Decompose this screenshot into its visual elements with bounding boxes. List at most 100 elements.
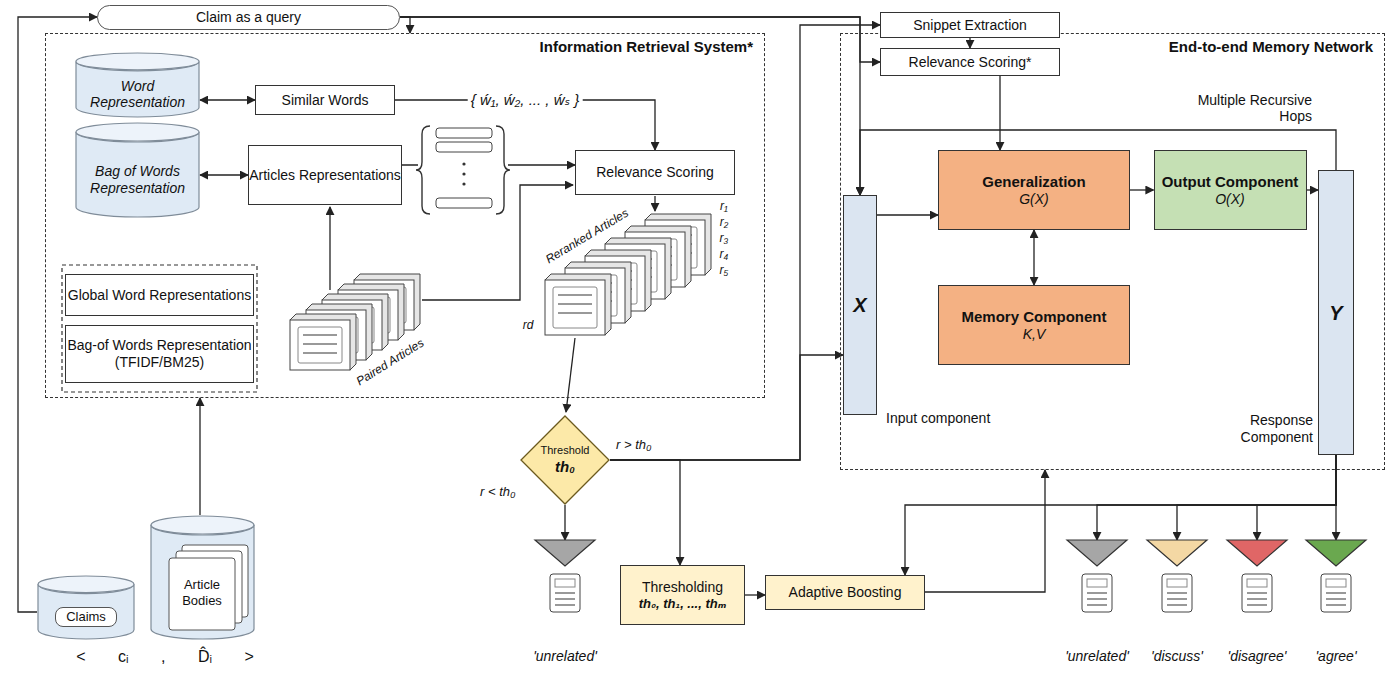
connector bbox=[610, 355, 843, 460]
process-box: Output ComponentO(X) bbox=[1154, 150, 1307, 230]
process-box: Adaptive Boosting bbox=[765, 575, 925, 610]
node-outline bbox=[1217, 540, 1297, 665]
node-label: Memory Component bbox=[961, 308, 1106, 326]
doc-glyph bbox=[553, 287, 597, 328]
node-outline bbox=[1137, 540, 1217, 665]
connector bbox=[564, 505, 565, 540]
connector bbox=[1033, 230, 1034, 285]
stack-label: Reranked Articles bbox=[543, 206, 631, 267]
node-label: Generalization bbox=[982, 173, 1085, 191]
node-label: Information Retrieval System* bbox=[540, 38, 753, 56]
reranked-stack bbox=[545, 214, 711, 335]
word-set: { ẃ₁, ẃ₂, ... , ẃₛ } bbox=[468, 91, 583, 109]
database-cylinder: Article Bodies bbox=[150, 515, 255, 640]
edge-label: Multiple Recursive Hops bbox=[1160, 92, 1314, 124]
node-label: th₀ bbox=[555, 458, 575, 476]
node-label: Relevance Scoring bbox=[596, 164, 714, 181]
doc-glyph bbox=[298, 327, 342, 363]
stack-label: Paired Articles bbox=[354, 336, 427, 389]
connector bbox=[1307, 189, 1319, 190]
article-slab bbox=[545, 274, 611, 335]
node-label: 'unrelated' bbox=[510, 648, 620, 665]
process-box: Memory ComponentK,V bbox=[938, 285, 1130, 365]
process-box: Bag-of Words Representation (TFIDF/BM25) bbox=[65, 325, 254, 383]
edge-label: r > th₀ bbox=[614, 437, 653, 452]
rank-label: r₄ bbox=[720, 247, 729, 261]
node-label: Bag of Words Representation bbox=[75, 163, 200, 197]
doc-line bbox=[303, 352, 337, 354]
flow-arrow bbox=[329, 207, 330, 290]
process-box: Relevance Scoring* bbox=[880, 48, 1060, 76]
class-output: 'agree' bbox=[1296, 540, 1376, 665]
connector bbox=[1130, 189, 1154, 190]
node-label: O(X) bbox=[1215, 191, 1245, 208]
node-label: Article Bodies bbox=[172, 577, 232, 608]
edge-label: r < th₀ bbox=[478, 484, 517, 499]
flow-arrow bbox=[566, 338, 575, 412]
connector bbox=[877, 214, 938, 215]
process-box: Global Word Representations bbox=[65, 274, 254, 316]
connector bbox=[200, 174, 248, 175]
database-cylinder: Claims bbox=[37, 575, 135, 640]
node-label: 'disagree' bbox=[1207, 648, 1307, 665]
connector bbox=[200, 99, 255, 100]
node-label: Relevance Scoring* bbox=[909, 54, 1032, 71]
node-label: Adaptive Boosting bbox=[789, 584, 902, 601]
connector bbox=[400, 17, 880, 62]
connector bbox=[1097, 455, 1336, 540]
doc-line bbox=[558, 312, 592, 314]
connector bbox=[199, 398, 200, 515]
node-label: Claims bbox=[55, 607, 117, 627]
response-bar: YResponse Component bbox=[1318, 170, 1354, 455]
node-label: K,V bbox=[1023, 326, 1046, 343]
node-label: Articles Representations bbox=[249, 167, 401, 184]
article-slab bbox=[290, 320, 350, 370]
class-output: 'discuss' bbox=[1137, 540, 1217, 665]
rank-label: rd bbox=[523, 318, 534, 332]
class-output: 'disagree' bbox=[1217, 540, 1297, 665]
connector bbox=[999, 76, 1000, 150]
database-cylinder: Word Representation bbox=[75, 52, 200, 118]
class-output: 'unrelated' bbox=[520, 540, 610, 665]
input-bar: XInput component bbox=[843, 195, 877, 415]
doc-line bbox=[558, 303, 592, 305]
connector bbox=[925, 470, 1045, 592]
doc-line bbox=[303, 334, 337, 336]
node-label: Snippet Extraction bbox=[913, 17, 1027, 34]
node-label: Output Component bbox=[1162, 173, 1299, 191]
vector-list-icon bbox=[416, 122, 510, 218]
node-label: End-to-end Memory Network bbox=[1169, 38, 1373, 56]
node-label: Thresholding bbox=[642, 579, 723, 596]
node-outline bbox=[1057, 540, 1137, 665]
dashed-group bbox=[62, 265, 257, 392]
rank-label: r₃ bbox=[720, 231, 729, 245]
query-pill: Claim as a query bbox=[97, 5, 400, 30]
rank-label: r₂ bbox=[720, 215, 729, 229]
node-label: Similar Words bbox=[282, 92, 369, 109]
process-box: GeneralizationG(X) bbox=[938, 150, 1130, 230]
node-label: Response Component bbox=[1218, 412, 1313, 446]
node-label: Word Representation bbox=[75, 78, 200, 112]
connector bbox=[1335, 455, 1336, 540]
node-label: Y bbox=[1329, 301, 1342, 325]
rank-label: r₁ bbox=[720, 199, 728, 213]
process-box: Thresholdingth₀, th₁, ..., thₘ bbox=[620, 565, 745, 625]
node-label: Bag-of Words Representation (TFIDF/BM25) bbox=[66, 337, 253, 371]
article-slab bbox=[545, 280, 605, 335]
node-label: Global Word Representations bbox=[68, 287, 251, 304]
connector bbox=[1177, 455, 1336, 540]
database-cylinder: Bag of Words Representation bbox=[75, 122, 200, 218]
node-label: th₀, th₁, ..., thₘ bbox=[639, 596, 727, 612]
process-box: Snippet Extraction bbox=[880, 12, 1060, 38]
connector bbox=[400, 17, 410, 33]
node-label: X bbox=[853, 293, 866, 317]
connector bbox=[745, 594, 765, 595]
connector bbox=[969, 38, 970, 48]
connector bbox=[610, 460, 680, 565]
connector bbox=[905, 455, 1336, 575]
node-label: G(X) bbox=[1019, 191, 1049, 208]
node-label: Threshold bbox=[541, 444, 590, 457]
node-label: 'discuss' bbox=[1127, 648, 1227, 665]
node-outline bbox=[520, 540, 610, 665]
node-label: Claim as a query bbox=[196, 9, 301, 26]
